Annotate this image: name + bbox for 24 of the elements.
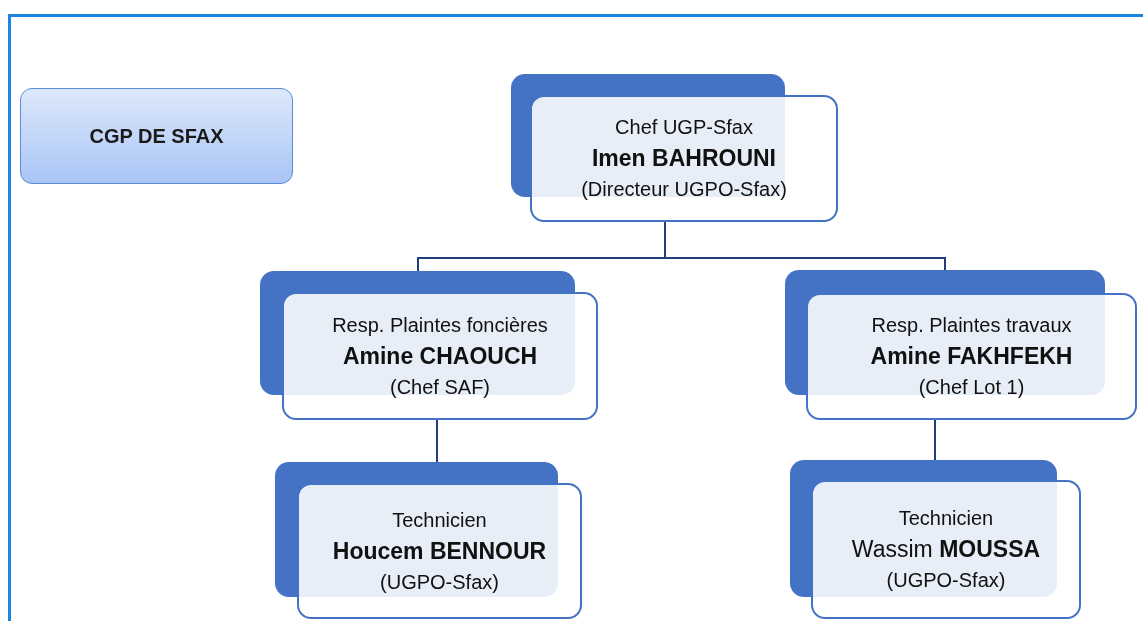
affiliation-text: (UGPO-Sfax) — [886, 568, 1006, 593]
affiliation-text: (Chef SAF) — [390, 374, 490, 400]
person-name: Amine FAKHFEKH — [870, 342, 1073, 371]
role-text: Technicien — [392, 507, 487, 533]
role-text: Resp. Plaintes travaux — [871, 313, 1072, 338]
affiliation-text: (UGPO-Sfax) — [380, 569, 499, 595]
affiliation-text: (Directeur UGPO-Sfax) — [581, 177, 787, 202]
role-text: Resp. Plaintes foncières — [332, 312, 548, 338]
person-name: Amine CHAOUCH — [342, 341, 538, 371]
person-name: Imen BAHROUNI — [592, 144, 776, 173]
org-chart-box — [806, 293, 1137, 420]
person-name: Houcem BENNOUR — [332, 536, 547, 566]
person-name: Wassim MOUSSA — [851, 535, 1041, 564]
org-chart-box — [297, 483, 582, 619]
role-text: Technicien — [898, 506, 994, 531]
org-chart-box — [530, 95, 838, 222]
connector-line — [934, 419, 936, 461]
title-box: CGP DE SFAX — [20, 88, 293, 184]
org-chart-box — [282, 292, 598, 420]
affiliation-text: (Chef Lot 1) — [918, 375, 1025, 400]
connector-line — [436, 419, 438, 463]
org-chart-box — [811, 480, 1081, 619]
connector-line — [664, 221, 946, 271]
role-text: Chef UGP-Sfax — [615, 115, 753, 140]
